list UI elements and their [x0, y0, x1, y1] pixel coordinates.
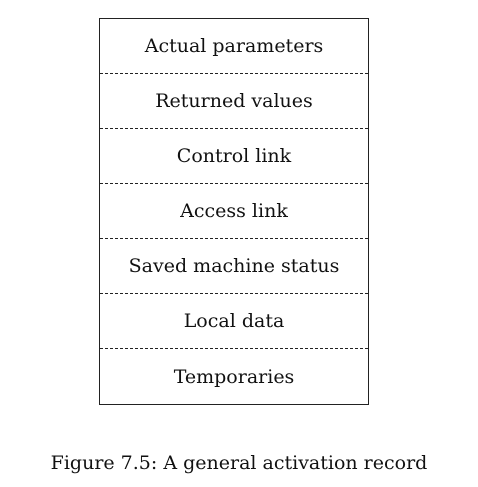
field-temporaries: Temporaries — [173, 365, 295, 388]
field-control-link: Control link — [100, 129, 368, 184]
field-returned-values: Returned values — [100, 74, 368, 129]
field-local-data: Local data — [100, 294, 368, 349]
field-saved-machine-status: Saved machine status — [100, 239, 368, 294]
figure-caption: Figure 7.5: A general activation record — [50, 452, 428, 474]
field-access-link: Access link — [100, 184, 368, 239]
activation-record: Actual parameters Returned values Contro… — [99, 18, 369, 405]
field-actual-parameters: Actual parameters — [100, 19, 368, 74]
